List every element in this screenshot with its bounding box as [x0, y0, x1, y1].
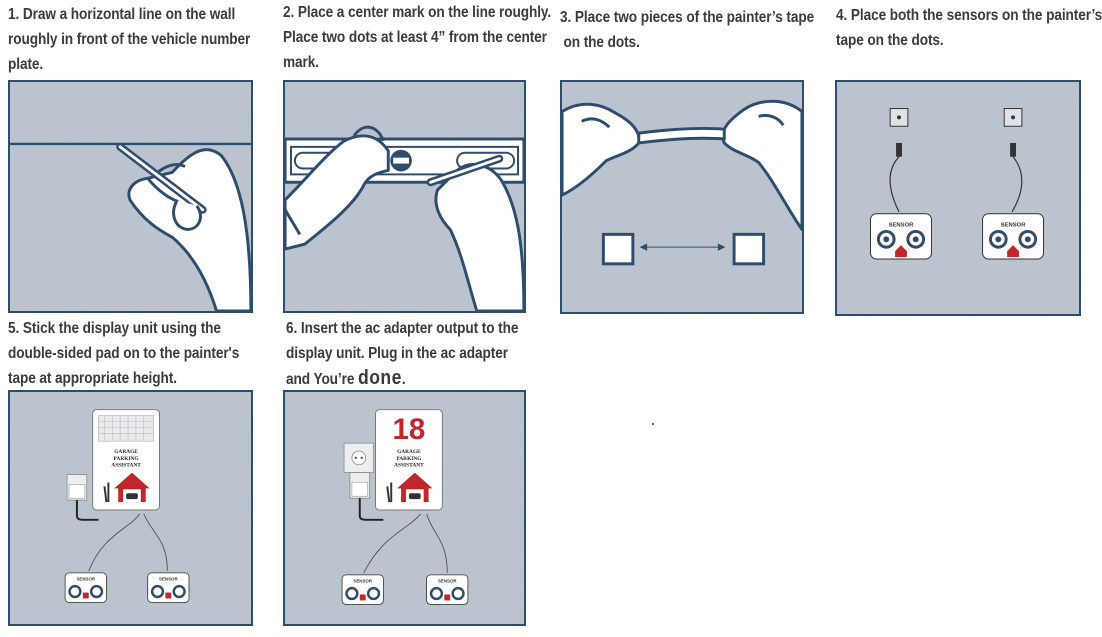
- step-1-line-2: roughly in front of the vehicle number: [8, 31, 251, 48]
- step-4-svg: SENSOR SENSOR: [837, 82, 1079, 314]
- step-3-caption: 3. Place two pieces of the painter’s tap…: [560, 5, 814, 55]
- step-1-svg: [10, 82, 253, 313]
- step-4-line-2: tape on the dots.: [836, 32, 944, 49]
- step-6-illustration: 18 GARAGE PARKING ASSISTANT SENSOR: [283, 390, 526, 626]
- display-unit-label-1: GARAGE: [397, 449, 421, 455]
- display-unit-label-2: PARKING: [396, 456, 422, 462]
- step-5-line-2: double-sided pad on to the painter's: [8, 345, 240, 362]
- display-unit-label-2: PARKING: [114, 456, 140, 462]
- hand-with-pencil-icon: [116, 142, 253, 313]
- wall-outlet-icon: [343, 442, 374, 474]
- sensor-right-label: SENSOR: [438, 579, 457, 584]
- ac-adapter-icon: [66, 474, 99, 521]
- step-6-line-1: 6. Insert the ac adapter output to the: [286, 320, 519, 337]
- step-5-caption: 5. Stick the display unit using the doub…: [8, 316, 239, 391]
- stray-dot: [652, 423, 654, 425]
- step-6-line-3-suffix: .: [401, 371, 406, 388]
- sensor-left: SENSOR: [64, 572, 107, 603]
- step-3-illustration: [560, 80, 804, 314]
- tape-piece-right-icon: [732, 232, 766, 266]
- tape-piece-left-icon: [601, 232, 635, 266]
- step-6-svg: 18 GARAGE PARKING ASSISTANT SENSOR: [285, 392, 524, 624]
- sensor-left-label: SENSOR: [889, 223, 915, 229]
- step-3-svg: [560, 82, 804, 312]
- step-4-caption: 4. Place both the sensors on the painter…: [836, 3, 1102, 53]
- step-6-line-3: and You’re done.: [286, 366, 518, 392]
- step-2-line-2: Place two dots at least 4” from the cent…: [283, 29, 547, 46]
- step-6-line-2: display unit. Plug in the ac adapter: [286, 345, 508, 362]
- step-4-line-1: 4. Place both the sensors on the painter…: [836, 7, 1102, 24]
- sensor-right: SENSOR: [982, 108, 1045, 260]
- display-unit: GARAGE PARKING ASSISTANT: [92, 409, 160, 511]
- display-unit-label-3: ASSISTANT: [111, 463, 141, 469]
- hands-icon: [283, 125, 526, 313]
- hands-tearing-tape-icon: [560, 99, 804, 231]
- sensor-cables: [363, 513, 448, 574]
- sensor-right: SENSOR: [147, 572, 190, 603]
- sensor-left-label: SENSOR: [76, 577, 95, 582]
- step-2-illustration: [283, 80, 526, 313]
- step-1-illustration: [8, 80, 253, 313]
- sensor-left: SENSOR: [870, 108, 932, 260]
- step-2-caption: 2. Place a center mark on the line rough…: [283, 0, 551, 75]
- sensor-right-label: SENSOR: [1001, 223, 1027, 229]
- step-6-done-word: done: [358, 367, 402, 389]
- step-1-line-3: plate.: [8, 56, 44, 73]
- step-6-line-3-prefix: and You’re: [286, 371, 359, 388]
- display-unit-label-3: ASSISTANT: [394, 463, 424, 469]
- step-3-line-2: on the dots.: [563, 34, 640, 51]
- step-1-caption: 1. Draw a horizontal line on the wall ro…: [8, 2, 250, 77]
- display-unit-label-1: GARAGE: [114, 449, 138, 455]
- sensor-right-label: SENSOR: [159, 577, 178, 582]
- step-2-line-1: 2. Place a center mark on the line rough…: [283, 4, 552, 21]
- step-6-caption: 6. Insert the ac adapter output to the d…: [286, 316, 518, 392]
- step-4-illustration: SENSOR SENSOR: [835, 80, 1081, 316]
- sensor-cables: [88, 513, 168, 572]
- sensor-left-label: SENSOR: [353, 579, 372, 584]
- ac-adapter-icon: [349, 472, 384, 521]
- step-2-line-3: mark.: [283, 54, 319, 71]
- sensor-right: SENSOR: [426, 574, 469, 605]
- step-5-line-1: 5. Stick the display unit using the: [8, 320, 221, 337]
- step-5-illustration: GARAGE PARKING ASSISTANT SENSOR SENSOR: [8, 390, 253, 626]
- display-unit: 18 GARAGE PARKING ASSISTANT: [375, 409, 443, 511]
- step-5-svg: GARAGE PARKING ASSISTANT SENSOR SENSOR: [10, 392, 251, 624]
- step-2-svg: [283, 82, 526, 313]
- sensor-left: SENSOR: [341, 574, 384, 605]
- distance-arrow-icon: [639, 243, 726, 251]
- display-reading: 18: [393, 413, 426, 446]
- step-3-line-1: 3. Place two pieces of the painter’s tap…: [560, 9, 815, 26]
- step-1-line-1: 1. Draw a horizontal line on the wall: [8, 6, 236, 23]
- step-5-line-3: tape at appropriate height.: [8, 370, 177, 387]
